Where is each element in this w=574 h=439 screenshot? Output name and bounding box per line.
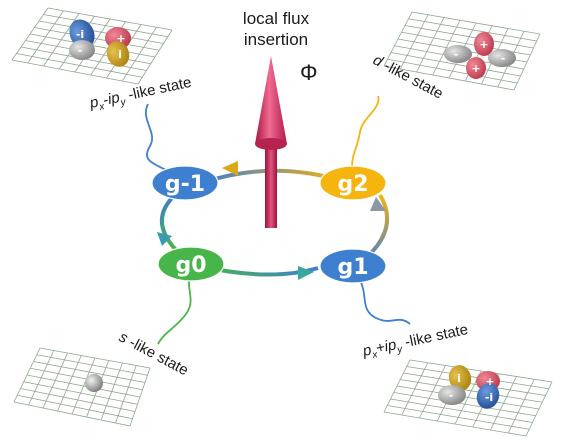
orbital-sign: -: [501, 52, 506, 65]
orbital-sign: -: [449, 389, 454, 402]
grid-line: [100, 362, 123, 421]
grid-line: [490, 376, 517, 431]
ring-arc-left: [159, 196, 178, 252]
orbital-sign: -i: [76, 28, 84, 41]
grid-line: [121, 27, 157, 82]
orbital-sign: -: [454, 48, 459, 61]
node-g2-label: g2: [337, 172, 368, 197]
orbital-sign: -: [78, 44, 83, 57]
grid-line: [20, 388, 136, 412]
orbital-sign: +: [485, 375, 494, 388]
node-g0-label: g0: [175, 253, 206, 278]
ring-arrowhead-right: [370, 197, 386, 211]
node-g-minus-1-label: g-1: [165, 172, 205, 197]
flux-title-line2: insertion: [244, 30, 308, 49]
flux-arrow-cone: [255, 56, 287, 148]
orbital-px-plus-ipy: i + - -i: [438, 365, 500, 409]
grid-line: [507, 379, 535, 434]
grid-line: [390, 52, 521, 77]
orbital-sign: i: [118, 48, 122, 61]
grid-line: [387, 58, 518, 84]
flux-title-line1: local flux: [243, 9, 310, 28]
node-g-minus-1: g-1: [151, 165, 219, 201]
grid-line: [16, 53, 143, 78]
grid-line: [396, 385, 540, 410]
grid-line: [390, 398, 533, 423]
grid-line: [393, 392, 536, 417]
connector-px-minus-ipy: [145, 103, 171, 173]
grid-line: [525, 381, 553, 437]
grid-line: [383, 65, 515, 91]
ring-arrowhead-top: [222, 161, 238, 176]
connector-s: [157, 275, 192, 345]
label-px-plus-ipy-state: px+ipy -like state: [360, 321, 470, 363]
grid-bottom-left: [13, 347, 151, 427]
ring-arrowhead-left: [157, 232, 172, 246]
grid-line: [513, 33, 541, 91]
grid-line: [383, 411, 527, 437]
label-d-state: d -like state: [370, 52, 446, 103]
node-g1: g1: [319, 248, 387, 284]
grid-line: [13, 401, 131, 427]
grid-line: [11, 59, 139, 85]
grid-line: [129, 367, 151, 427]
flux-arrow-shaft: [265, 138, 277, 228]
ring-arrowhead-bottom: [298, 266, 314, 280]
grid-line: [115, 365, 137, 424]
orbital-sign: i: [457, 372, 461, 385]
flux-arrow-cone-base: [255, 138, 287, 150]
grid-line: [387, 405, 530, 430]
orbital-sign: -i: [485, 391, 493, 404]
flux-symbol: Φ: [300, 60, 318, 85]
orbital-sign: +: [479, 38, 488, 51]
grid-line: [26, 374, 141, 398]
node-g2: g2: [319, 165, 387, 201]
grid-line: [23, 381, 138, 405]
node-g1-label: g1: [337, 255, 368, 280]
grid-line: [137, 29, 173, 85]
node-g0: g0: [157, 246, 225, 282]
orbital-sign: +: [116, 32, 125, 45]
grid-line: [17, 394, 133, 420]
orbital-d: - + + -: [444, 32, 516, 79]
connector-d: [351, 95, 380, 167]
connector-px-plus-ipy: [359, 279, 411, 325]
orbital-px-minus-ipy: -i + - i: [69, 19, 131, 67]
orbital-sign: +: [471, 62, 480, 75]
orbital-s: [85, 374, 103, 392]
